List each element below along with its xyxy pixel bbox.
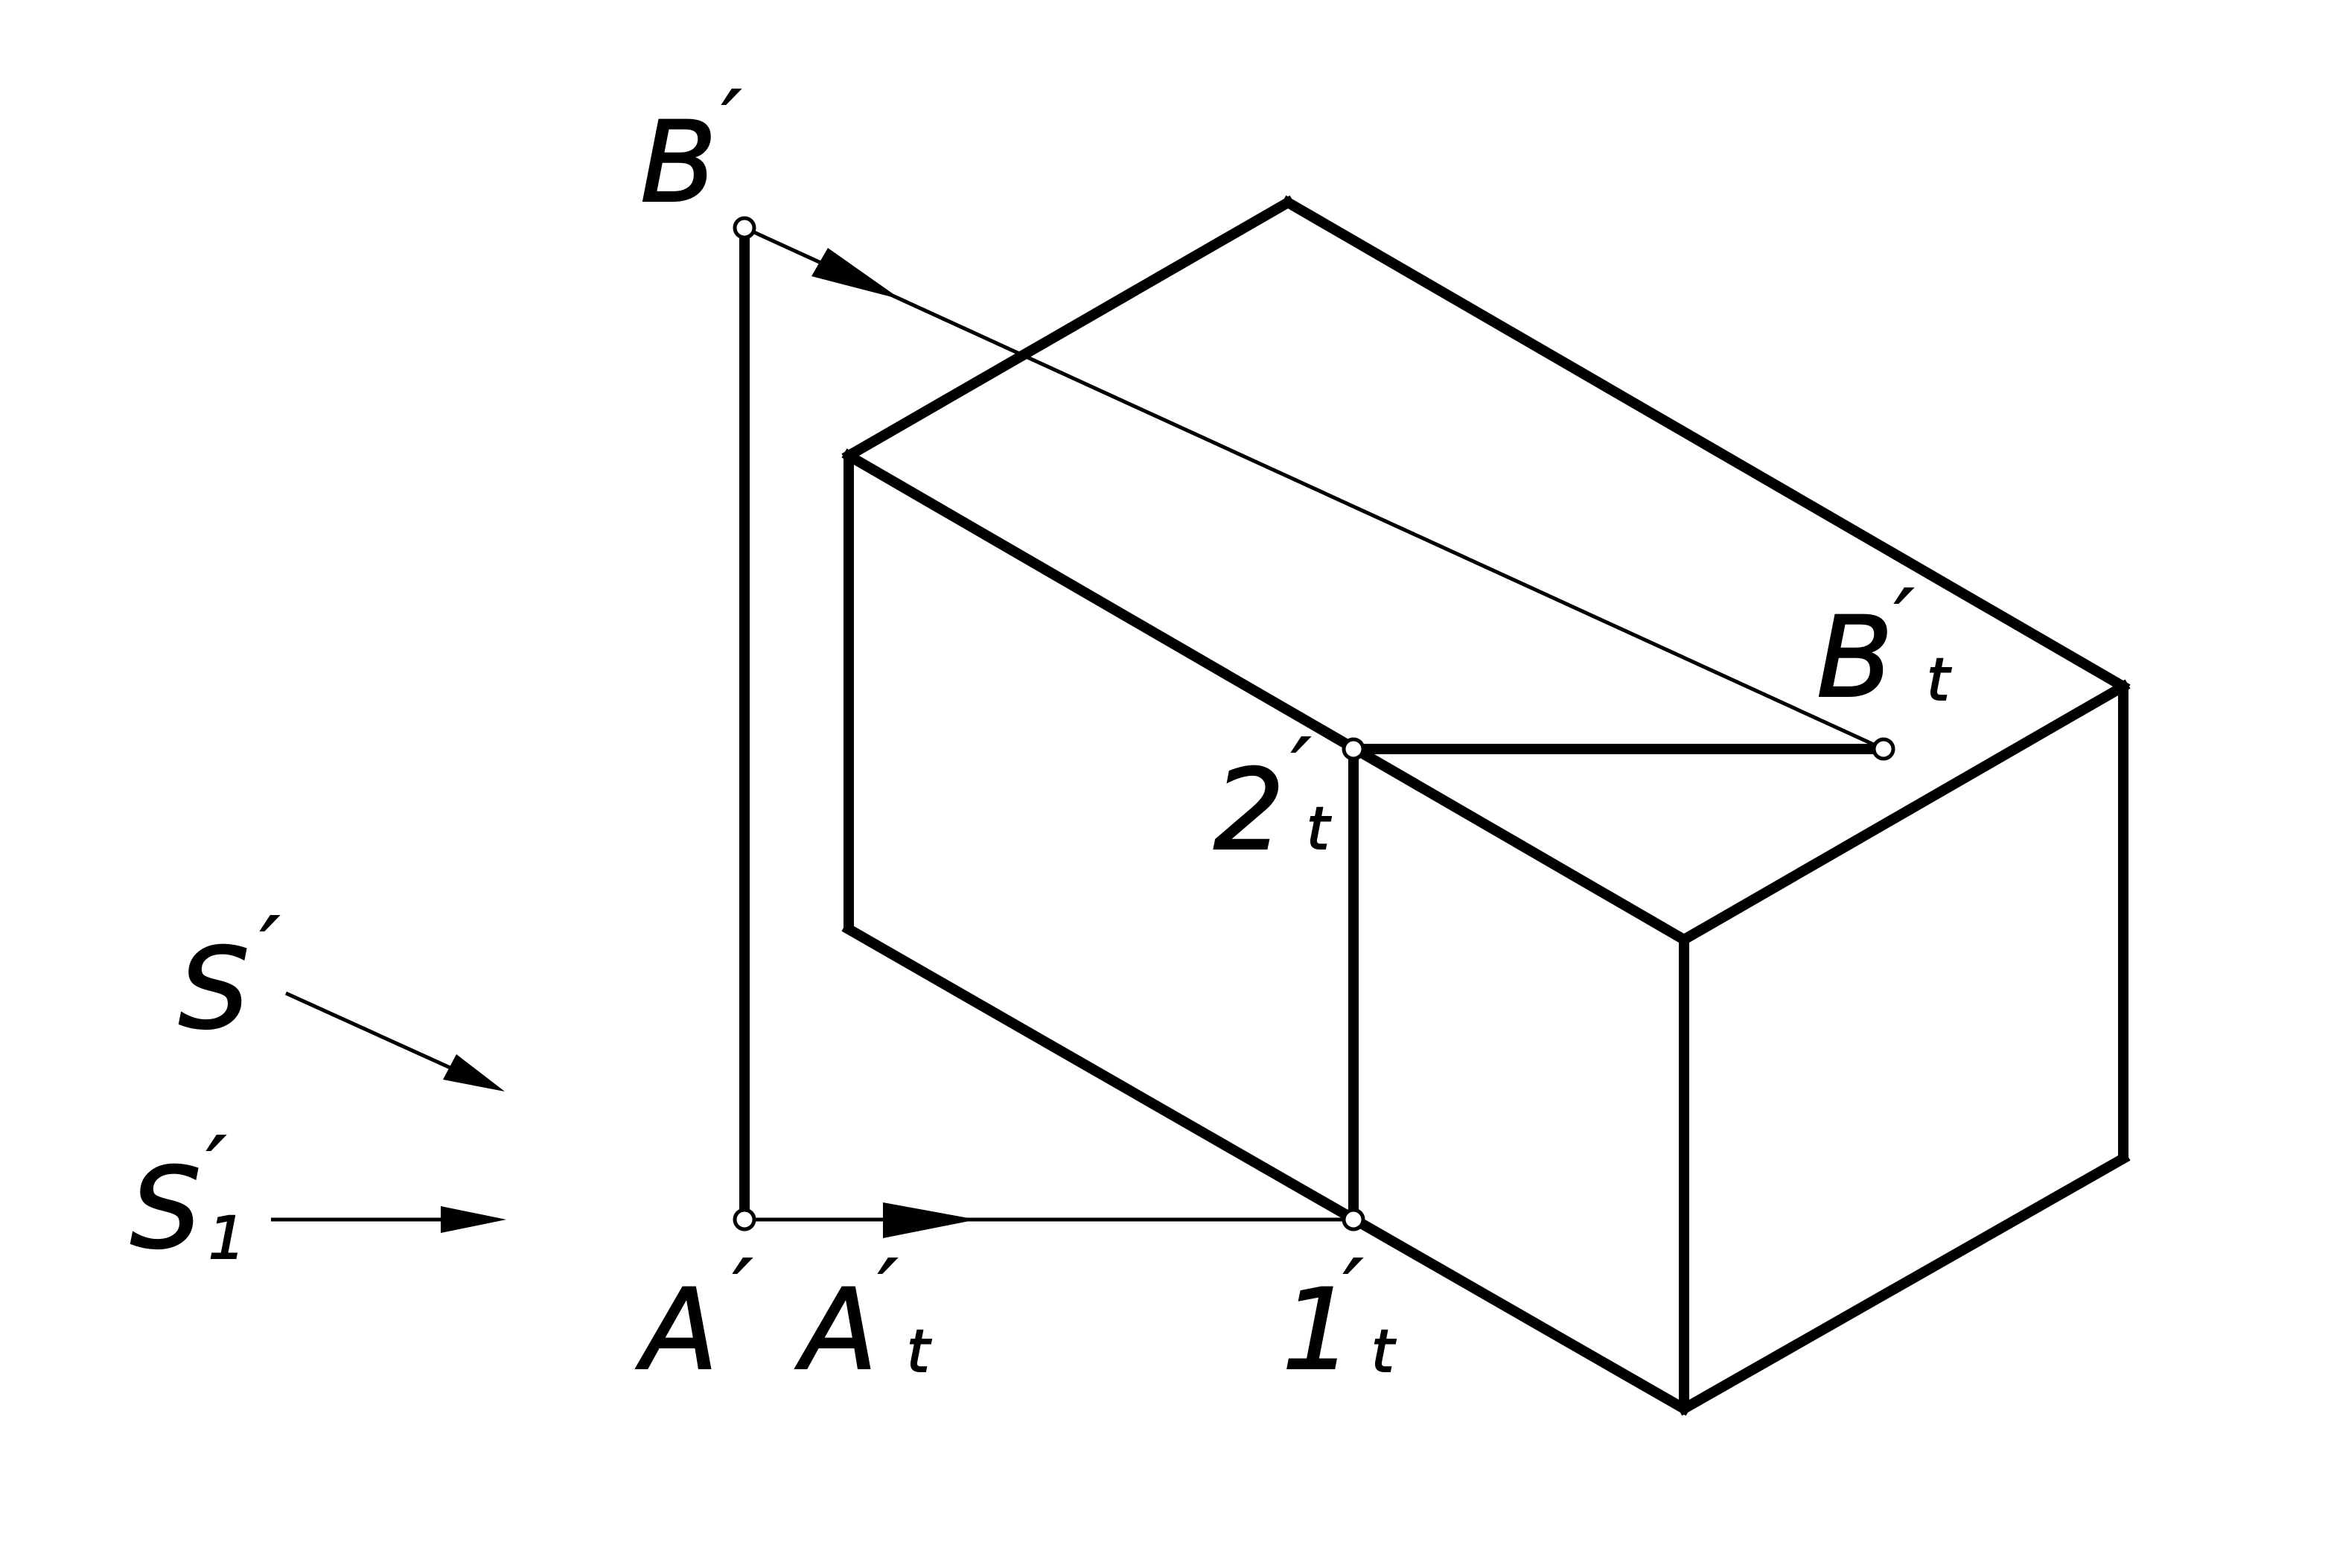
box-top-front-edge: [841, 448, 1691, 947]
label-b: B: [640, 98, 717, 228]
label-bt: B: [1817, 593, 1893, 723]
label-at-prime: ′: [878, 1242, 897, 1337]
label-bt-subscript: t: [1927, 647, 1951, 714]
box-bottom-right-edge: [1677, 1151, 2131, 1416]
point-bt: [1872, 737, 1895, 761]
light-direction-s1-arrowhead: [441, 1206, 506, 1233]
ray-a-arrowhead: [883, 1202, 977, 1238]
box-top-right-edge: [1677, 679, 2131, 947]
label-2t-prime: ′: [1292, 721, 1310, 816]
points: [733, 216, 1895, 1231]
label-bt-prime: ′: [1895, 572, 1913, 667]
label-at: A: [795, 1266, 878, 1395]
light-direction-arrows: [271, 991, 506, 1233]
point-1t: [1342, 1208, 1365, 1231]
shadow-construction: [739, 226, 1889, 1238]
label-1t: 1: [1282, 1266, 1353, 1395]
point-a: [733, 1208, 756, 1231]
label-a: A: [636, 1266, 718, 1395]
label-s1-subscript: 1: [208, 1205, 246, 1272]
label-s: S: [179, 925, 249, 1054]
box-bottom-front-edge: [841, 922, 1691, 1416]
labels: B ′ B ′ t 2 ′ t S ′ S ′ 1 A ′ A ′ t 1 ′ …: [130, 72, 1952, 1396]
point-b: [733, 216, 756, 240]
light-ray-through-b: [743, 226, 1885, 751]
light-ray-b-arrowhead: [811, 248, 901, 299]
label-1t-subscript: t: [1371, 1319, 1396, 1386]
label-s1-prime: ′: [207, 1119, 226, 1214]
box-top-back-edge: [1281, 195, 2131, 694]
label-s-prime: ′: [261, 899, 279, 995]
box-top-left-edge: [841, 195, 1295, 463]
light-direction-s-line: [284, 991, 463, 1075]
label-2t-subscript: t: [1307, 796, 1331, 863]
label-a-prime: ′: [733, 1242, 752, 1337]
point-2t: [1342, 737, 1365, 761]
label-s1: S: [130, 1144, 201, 1274]
box-outline: [841, 195, 2131, 1416]
label-1t-prime: ′: [1344, 1242, 1362, 1337]
light-direction-s-arrowhead: [443, 1054, 505, 1091]
label-b-prime: ′: [722, 73, 741, 168]
label-at-subscript: t: [907, 1319, 931, 1386]
label-2t: 2: [1214, 746, 1284, 876]
